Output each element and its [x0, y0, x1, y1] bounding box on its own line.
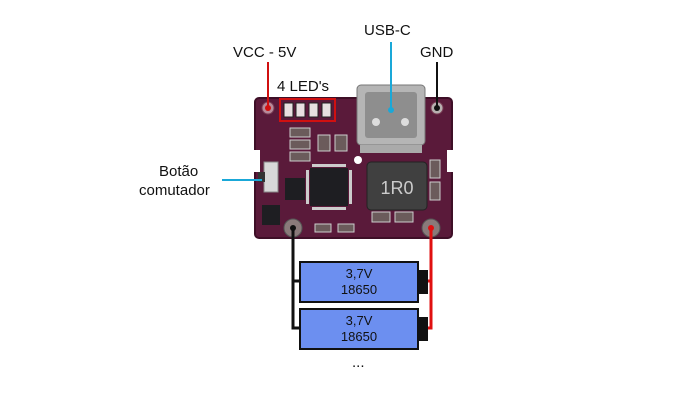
- battery-1: 3,7V 18650: [299, 261, 428, 303]
- led-group: [279, 98, 336, 122]
- battery-2-model: 18650: [341, 329, 377, 344]
- usb-label: USB-C: [364, 22, 411, 39]
- switch-label-line1: Botão: [159, 163, 199, 180]
- battery-2: 3,7V 18650: [299, 308, 428, 350]
- switch-component: [258, 161, 279, 193]
- inductor: 1R0: [366, 161, 428, 211]
- battery-1-voltage: 3,7V: [346, 266, 373, 281]
- positive-wire: [428, 228, 433, 330]
- negative-wire-dot: [290, 225, 296, 231]
- negative-wire: [291, 228, 300, 330]
- leds-label: 4 LED's: [277, 78, 330, 95]
- positive-wire-dot: [428, 225, 434, 231]
- ellipsis-label: ...: [352, 354, 365, 371]
- vcc-label: VCC - 5V: [233, 44, 297, 61]
- mounting-hole: [354, 156, 362, 164]
- smd-components: [289, 127, 441, 233]
- mosfet: [262, 205, 280, 225]
- gnd-dot: [434, 105, 440, 111]
- small-ic: [285, 178, 305, 200]
- switch-label-line2: comutador: [139, 182, 210, 199]
- usb-c-connector: [356, 84, 426, 153]
- main-ic: [306, 164, 352, 210]
- usb-dot: [388, 107, 394, 113]
- gnd-label: GND: [420, 44, 454, 61]
- battery-2-voltage: 3,7V: [346, 313, 373, 328]
- vcc-dot: [265, 105, 271, 111]
- inductor-label: 1R0: [380, 178, 413, 198]
- battery-1-model: 18650: [341, 282, 377, 297]
